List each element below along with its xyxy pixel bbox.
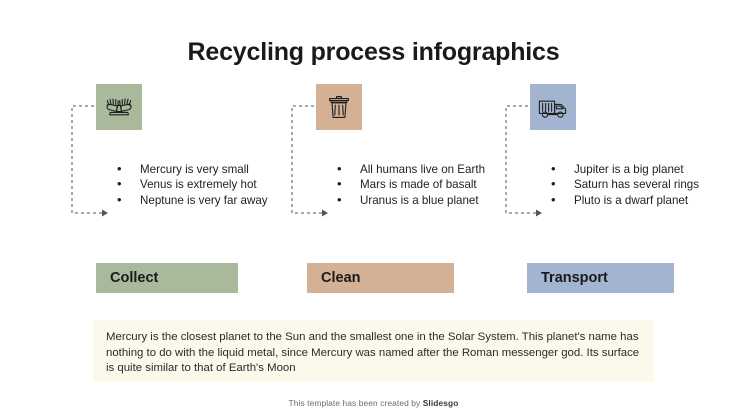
list-item: Mars is made of basalt xyxy=(332,176,517,192)
footer-brand[interactable]: Slidesgo xyxy=(422,398,459,408)
description-note-text: Mercury is the closest planet to the Sun… xyxy=(106,331,640,375)
stage-label-text: Collect xyxy=(110,270,159,286)
list-item: Uranus is a blue planet xyxy=(332,192,517,208)
column-clean xyxy=(316,84,516,130)
list-item: Saturn has several rings xyxy=(546,176,731,192)
bullet-list-transport: Jupiter is a big planet Saturn has sever… xyxy=(546,161,731,208)
footer-prefix: This template has been created by xyxy=(288,398,423,408)
stage-label-collect: Collect xyxy=(96,263,238,293)
trash-can-icon xyxy=(329,96,349,118)
description-note: Mercury is the closest planet to the Sun… xyxy=(93,320,654,382)
garbage-truck-icon-box xyxy=(530,84,576,130)
list-item: Jupiter is a big planet xyxy=(546,161,731,177)
list-item: Venus is extremely hot xyxy=(112,176,297,192)
trash-can-icon-box xyxy=(316,84,362,130)
bullet-list-clean: All humans live on Earth Mars is made of… xyxy=(332,161,517,208)
list-item: Pluto is a dwarf planet xyxy=(546,192,731,208)
footer-credit: This template has been created by Slides… xyxy=(0,398,747,408)
gloves-icon-box xyxy=(96,84,142,130)
gloves-icon xyxy=(106,98,132,116)
bullet-list-collect: Mercury is very small Venus is extremely… xyxy=(112,161,297,208)
stage-label-text: Clean xyxy=(321,270,361,286)
page-title: Recycling process infographics xyxy=(187,38,560,66)
column-collect xyxy=(96,84,296,130)
list-item: Neptune is very far away xyxy=(112,192,297,208)
list-item: Mercury is very small xyxy=(112,161,297,177)
garbage-truck-icon xyxy=(538,100,567,118)
stage-label-transport: Transport xyxy=(527,263,674,293)
stage-label-text: Transport xyxy=(541,270,608,286)
column-transport xyxy=(530,84,730,130)
list-item: All humans live on Earth xyxy=(332,161,517,177)
stage-label-clean: Clean xyxy=(307,263,454,293)
